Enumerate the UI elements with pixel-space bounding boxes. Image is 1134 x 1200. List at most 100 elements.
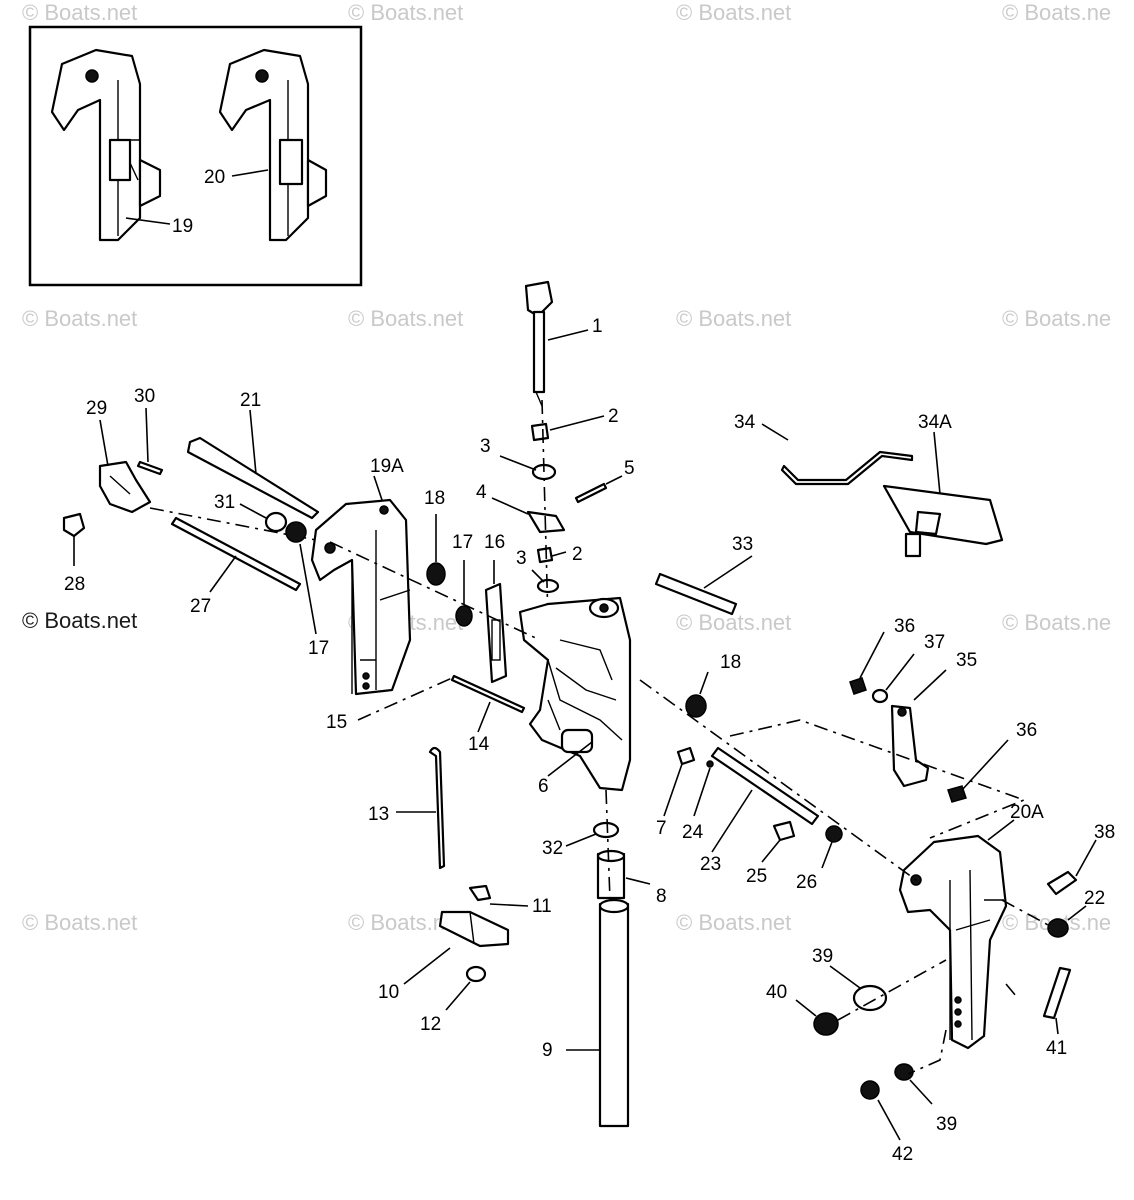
callout-35: 35 [956, 650, 977, 671]
part-37-washer [871, 653, 915, 704]
callout-30: 30 [134, 386, 155, 407]
callout-16: 16 [484, 532, 505, 553]
part-33-plate [654, 555, 753, 616]
callout-21: 21 [240, 390, 261, 411]
watermark: © Boats.net [348, 0, 463, 25]
callout-12: 12 [420, 1014, 441, 1035]
part-15-line [357, 677, 453, 721]
part-40-nut [795, 999, 839, 1036]
callout-18b: 18 [720, 652, 741, 673]
callout-13: 13 [368, 804, 389, 825]
part-25-nut [761, 820, 796, 863]
part-39b-washer [894, 1063, 933, 1105]
callout-32: 32 [542, 838, 563, 859]
part-24-pin [693, 760, 714, 817]
part-8-bushing [596, 849, 651, 900]
part-18-spacer [426, 514, 446, 586]
part-19A-bracket [310, 475, 412, 696]
callout-19: 19 [172, 216, 193, 237]
callout-3: 3 [480, 436, 491, 457]
callout-25: 25 [746, 866, 767, 887]
callout-8: 8 [656, 886, 667, 907]
callout-17b: 17 [308, 638, 329, 659]
inset-bracket-19 [50, 48, 162, 242]
part-41-bolt [1042, 966, 1072, 1035]
part-22-nut [1047, 905, 1087, 938]
callout-14: 14 [468, 734, 490, 755]
part-32-washer [565, 821, 620, 847]
part-16-link [484, 560, 508, 684]
watermark: © Boats.net [676, 0, 791, 25]
part-36-screw [849, 631, 885, 695]
watermark: © Boats.ne [1002, 610, 1111, 635]
watermark: © Boats.net [22, 306, 137, 331]
callout-2b: 2 [572, 544, 583, 565]
callout-2: 2 [608, 406, 619, 427]
part-38-bolt [1046, 839, 1097, 896]
part-13-rod [396, 746, 446, 870]
part-3-washer [499, 455, 557, 481]
part-26-nut [821, 825, 843, 869]
part-5-pin [574, 475, 623, 504]
callout-20A: 20A [1010, 802, 1044, 823]
callout-39b: 39 [936, 1114, 957, 1135]
callout-36b: 36 [1016, 720, 1037, 741]
callout-42: 42 [892, 1144, 913, 1165]
part-2-nut [530, 415, 605, 442]
callout-18: 18 [424, 488, 445, 509]
callout-6: 6 [538, 776, 549, 797]
callout-5: 5 [624, 458, 635, 479]
watermark: © Boats.net [676, 306, 791, 331]
callout-41: 41 [1046, 1038, 1067, 1059]
watermark: © Boats.net [22, 0, 137, 25]
part-28-clip [62, 512, 86, 566]
callout-31: 31 [214, 492, 235, 513]
part-7-fitting [663, 746, 696, 817]
watermark: © Boats.ne [1002, 306, 1111, 331]
part-12-nut [445, 965, 487, 1011]
callout-22: 22 [1084, 888, 1105, 909]
part-29-bracket [98, 419, 152, 514]
part-27-rod [170, 516, 302, 593]
callout-1: 1 [592, 316, 603, 337]
inset-bracket-20 [218, 48, 328, 242]
callout-9: 9 [542, 1040, 553, 1061]
part-23-shaft [710, 746, 820, 853]
callout-23: 23 [700, 854, 721, 875]
part-17-spacer [455, 560, 473, 627]
callout-34: 34 [734, 412, 756, 433]
part-2b-nut [536, 546, 567, 564]
part-1-bolt [524, 280, 589, 407]
callout-24: 24 [682, 822, 704, 843]
part-31-nut [239, 503, 288, 533]
callouts: 1 2 3 4 5 2 3 6 7 8 9 10 11 12 13 14 15 … [64, 316, 1115, 1165]
part-34-handle [761, 423, 1004, 558]
part-4-plate [491, 497, 566, 534]
callout-10: 10 [378, 982, 399, 1003]
part-11-clip [468, 884, 529, 907]
inset-box: 20 19 [28, 25, 363, 287]
callout-27: 27 [190, 596, 211, 617]
callout-39: 39 [812, 946, 833, 967]
callout-3b: 3 [516, 548, 527, 569]
watermark-main: © Boats.net [22, 608, 137, 633]
callout-11: 11 [532, 896, 552, 917]
part-10-clamp [403, 910, 510, 985]
callout-20: 20 [204, 167, 225, 188]
callout-37: 37 [924, 632, 945, 653]
part-18b-spacer [685, 671, 709, 718]
part-20A-bracket [898, 819, 1015, 1050]
callout-34A: 34A [918, 412, 952, 433]
watermark: © Boats.ne [1002, 0, 1111, 25]
part-35-lever [890, 669, 947, 788]
part-30-pin [136, 407, 164, 476]
callout-15: 15 [326, 712, 347, 733]
part-36b-screw [947, 739, 1009, 803]
callout-4: 4 [476, 482, 487, 503]
watermark: © Boats.net [22, 910, 137, 935]
callout-38: 38 [1094, 822, 1115, 843]
callout-19A: 19A [370, 456, 404, 477]
part-14-shaft [450, 674, 526, 733]
callout-28: 28 [64, 574, 85, 595]
